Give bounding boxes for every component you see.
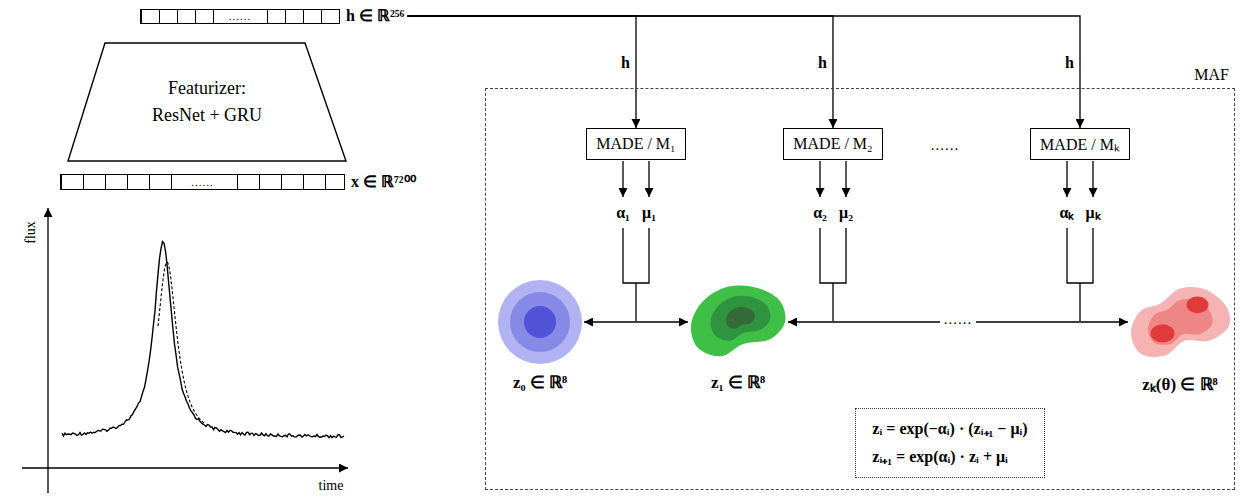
vector-cells: ...... bbox=[140, 9, 340, 24]
density-ring bbox=[498, 280, 582, 364]
parameter-label: μₖ bbox=[1085, 203, 1100, 222]
density-region bbox=[1131, 287, 1230, 357]
density-core bbox=[1151, 324, 1175, 342]
parameter-label: μ₂ bbox=[839, 203, 853, 222]
trapezoid-shape bbox=[66, 42, 348, 162]
node-text: ...... bbox=[186, 175, 219, 189]
made-output-arrows bbox=[623, 161, 1093, 321]
parameter-label: αₖ bbox=[1060, 203, 1075, 222]
node-text: MADE / M₁ bbox=[596, 135, 675, 153]
light-curve-plot bbox=[22, 208, 348, 493]
connector bbox=[407, 16, 636, 128]
mu-arrow bbox=[648, 161, 649, 197]
parameter-label: time bbox=[319, 477, 344, 494]
eq-node: zᵢ = exp(−αᵢ) · (zᵢ₊₁ − μᵢ)zᵢ₊₁ = exp(αᵢ… bbox=[855, 408, 1044, 478]
density-ring bbox=[510, 292, 570, 352]
flow-link bbox=[820, 228, 846, 321]
edge-label: ...... bbox=[940, 311, 977, 327]
connector bbox=[407, 16, 833, 128]
distribution-blob bbox=[1130, 284, 1230, 360]
flow-link bbox=[1067, 228, 1093, 321]
node-text: z₀ ∈ ℝ⁸ bbox=[513, 372, 567, 393]
flux-curve bbox=[62, 242, 344, 438]
node-text: x ∈ ℝ⁷²⁰⁰ bbox=[351, 172, 416, 192]
density-region bbox=[691, 285, 786, 356]
trap-node: Featurizer:ResNet + GRU bbox=[66, 42, 348, 162]
edge-label: h bbox=[621, 54, 630, 72]
distribution-blob bbox=[498, 280, 582, 364]
vector-node: ...... h ∈ ℝ²⁵⁶ bbox=[140, 6, 404, 26]
node-text: MAF bbox=[1194, 66, 1229, 84]
axis-label: flux bbox=[22, 221, 39, 244]
vector-node: ...... x ∈ ℝ⁷²⁰⁰ bbox=[60, 172, 416, 192]
blob-node: z₁ ∈ ℝ⁸ bbox=[690, 284, 786, 393]
ellipsis-mark: ...... bbox=[931, 136, 960, 154]
connector bbox=[584, 321, 688, 322]
node-text: Featurizer: bbox=[168, 75, 246, 102]
node-text: ...... bbox=[224, 10, 257, 23]
node-text: MADE / M₂ bbox=[793, 135, 872, 153]
made-node: MADE / Mₖ bbox=[1030, 128, 1130, 160]
edge-label: h bbox=[1065, 54, 1074, 72]
density-core bbox=[1187, 297, 1209, 314]
parameter-label: α₁ bbox=[616, 203, 630, 222]
node-text: MADE / Mₖ bbox=[1040, 133, 1120, 155]
node-text: zₖ(θ) ∈ ℝ⁸ bbox=[1142, 372, 1217, 395]
node-text: ResNet + GRU bbox=[152, 102, 262, 129]
density-region bbox=[726, 307, 755, 329]
mu-arrow bbox=[845, 161, 846, 197]
observed-flux bbox=[62, 242, 344, 438]
node-text: zᵢ₊₁ = exp(αᵢ) · zᵢ + μᵢ bbox=[872, 443, 1008, 471]
connector bbox=[407, 16, 1080, 128]
node-text: zᵢ = exp(−αᵢ) · (zᵢ₊₁ − μᵢ) bbox=[872, 415, 1027, 443]
density-region bbox=[711, 296, 771, 341]
edge-label: h bbox=[818, 54, 827, 72]
node-text: z₁ ∈ ℝ⁸ bbox=[711, 372, 765, 393]
parameter-label: α₂ bbox=[813, 203, 827, 222]
mu-arrow bbox=[1092, 161, 1093, 197]
distribution-blob bbox=[690, 284, 786, 360]
alpha-arrow bbox=[1066, 161, 1067, 197]
alpha-arrow bbox=[819, 161, 820, 197]
model-flux bbox=[158, 262, 205, 424]
made-node: MADE / M₁ bbox=[586, 128, 685, 160]
blob-node: zₖ(θ) ∈ ℝ⁸ bbox=[1130, 284, 1230, 395]
made-node: MADE / M₂ bbox=[783, 128, 882, 160]
alpha-arrow bbox=[622, 161, 623, 197]
flow-link bbox=[623, 228, 649, 321]
trapezoid-outline bbox=[68, 43, 346, 161]
frame-node: MAF MADE / M₁ MADE / M₂ MADE / Mₖ z₀ ∈ ℝ⁸ z₁ … bbox=[485, 64, 1235, 490]
node-text: h ∈ ℝ²⁵⁶ bbox=[346, 6, 404, 26]
density-ring bbox=[524, 306, 556, 338]
y-axis bbox=[47, 208, 48, 493]
vector-cells: ...... bbox=[60, 174, 345, 190]
blob-node: z₀ ∈ ℝ⁸ bbox=[498, 280, 582, 393]
x-axis bbox=[22, 467, 348, 468]
parameter-label: μ₁ bbox=[642, 203, 656, 222]
